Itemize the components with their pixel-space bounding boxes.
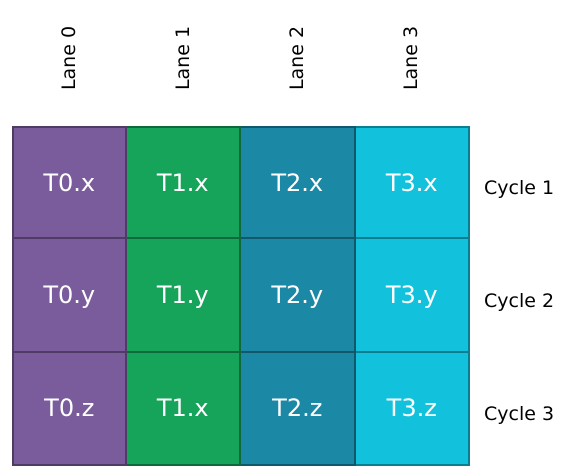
cell-cycle3-lane0: T0.z — [12, 352, 127, 466]
lane-cycle-grid: T0.x T1.x T2.x T3.x T0.y T1.y T2.y T3.y … — [12, 126, 470, 466]
cell-cycle2-lane1: T1.y — [126, 239, 241, 353]
cell-cycle2-lane3: T3.y — [355, 239, 470, 353]
cell-cycle1-lane2: T2.x — [241, 126, 356, 240]
cell-cycle1-lane0: T0.x — [12, 126, 127, 240]
cell-cycle1-lane1: T1.x — [126, 126, 241, 240]
cycle-label-3: Cycle 3 — [484, 403, 555, 425]
lane-label-2: Lane 2 — [286, 25, 308, 91]
cell-cycle3-lane2: T2.z — [241, 352, 356, 466]
cell-cycle2-lane2: T2.y — [241, 239, 356, 353]
cell-cycle1-lane3: T3.x — [355, 126, 470, 240]
lane-label-0: Lane 0 — [58, 25, 80, 91]
cell-cycle3-lane3: T3.z — [355, 352, 470, 466]
lane-label-1: Lane 1 — [172, 25, 194, 91]
cycle-label-2: Cycle 2 — [484, 290, 555, 312]
cell-cycle2-lane0: T0.y — [12, 239, 127, 353]
cell-cycle3-lane1: T1.x — [126, 352, 241, 466]
cycle-label-1: Cycle 1 — [484, 177, 555, 199]
lane-label-3: Lane 3 — [400, 25, 422, 91]
